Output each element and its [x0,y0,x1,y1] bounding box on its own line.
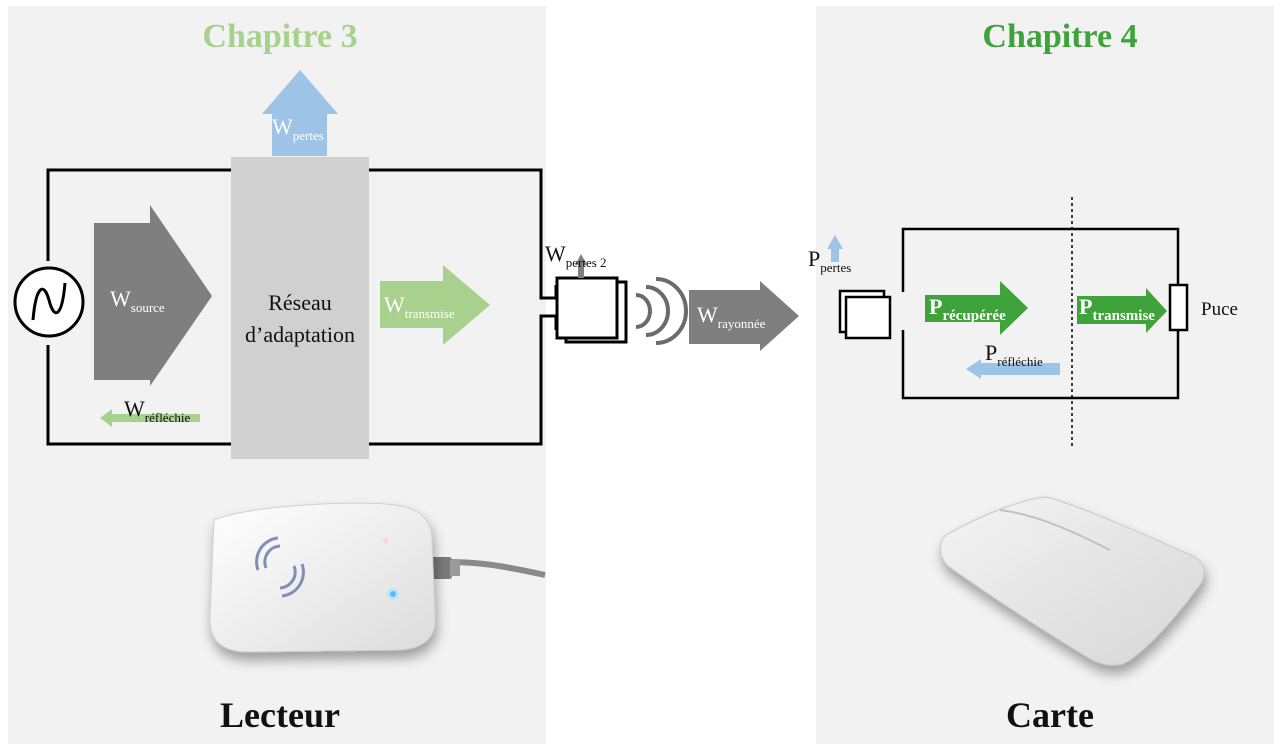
w-transmise-label: Wtransmise [384,292,455,321]
chip-label: Puce [1201,299,1238,320]
card-title: Carte [1006,695,1094,735]
radio-waves-icon [635,277,688,345]
card-image [939,496,1205,666]
w-pertes2-label: Wpertes 2 [545,241,607,270]
w-transmise-arrow [380,265,490,345]
matching-network-block [231,157,369,459]
p-pertes-label: Ppertes [808,246,852,275]
w-source-arrow [94,205,212,386]
w-rayonnee-arrow [689,281,799,351]
p-reflechie-arrow [966,359,1060,379]
matching-network-line-2: d’adaptation [245,322,355,347]
w-pertes-arrow [262,70,338,156]
chapter-4-title: Chapitre 4 [982,18,1138,55]
reader-title: Lecteur [220,695,340,735]
w-pertes-label: Wpertes [272,114,324,143]
w-source-label: Wsource [110,286,165,315]
p-transmise-label: Ptransmise [1079,294,1155,324]
reader-device-image [209,502,546,653]
chip-icon [1168,283,1189,332]
chapter-3-title: Chapitre 3 [202,18,358,55]
w-reflechie-label: Wréfléchie [124,396,191,425]
matching-network-label: Réseau d’adaptation [231,287,369,351]
w-rayonnee-label: Wrayonnée [697,302,766,331]
source-icon [13,266,85,338]
p-pertes-arrow [827,235,843,262]
w-reflechie-arrow [100,409,200,427]
card-circuit [901,227,1180,400]
p-recuperee-label: Précupérée [929,294,1006,324]
matching-network-line-1: Réseau [268,290,332,315]
reader-antenna-icon [555,276,628,344]
card-antenna-icon [838,289,892,340]
p-recuperee-arrow [925,281,1028,335]
p-transmise-arrow [1077,288,1167,333]
w-pertes2-arrow [575,254,587,278]
p-reflechie-label: Préfléchie [985,340,1043,369]
